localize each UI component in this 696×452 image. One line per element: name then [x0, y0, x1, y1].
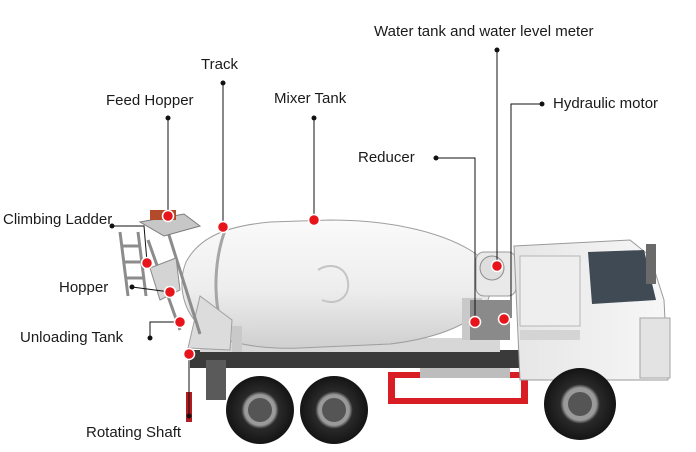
- marker-rotating-shaft: [182, 347, 196, 361]
- label-reducer: Reducer: [358, 149, 415, 166]
- label-mixer-tank: Mixer Tank: [274, 90, 347, 107]
- label-track: Track: [201, 56, 238, 73]
- label-unloading-tank: Unloading Tank: [20, 329, 124, 346]
- label-water-tank: Water tank and water level meter: [374, 23, 594, 40]
- marker-hydraulic-motor: [497, 312, 511, 326]
- marker-unloading-tank: [173, 315, 187, 329]
- label-climbing-ladder: Climbing Ladder: [3, 211, 113, 228]
- leader-end-dots: [109, 47, 545, 419]
- label-hydraulic-motor: Hydraulic motor: [553, 95, 659, 112]
- marker-track: [216, 220, 230, 234]
- wheels: [226, 368, 616, 444]
- marker-hopper: [163, 285, 177, 299]
- callout-markers: [140, 209, 511, 361]
- label-hopper: Hopper: [59, 279, 109, 296]
- water-tank-shape: [475, 251, 517, 297]
- label-feed-hopper: Feed Hopper: [106, 92, 194, 109]
- marker-mixer-tank: [307, 213, 321, 227]
- side-guard: [388, 368, 528, 404]
- marker-reducer: [468, 315, 482, 329]
- marker-water-tank: [490, 259, 504, 273]
- leader-lines: [112, 50, 542, 416]
- marker-climbing-ladder: [140, 256, 154, 270]
- truck-cab: [513, 239, 671, 381]
- label-rotating-shaft: Rotating Shaft: [86, 424, 182, 441]
- chassis-frame: [190, 350, 550, 368]
- marker-feed-hopper: [161, 209, 175, 223]
